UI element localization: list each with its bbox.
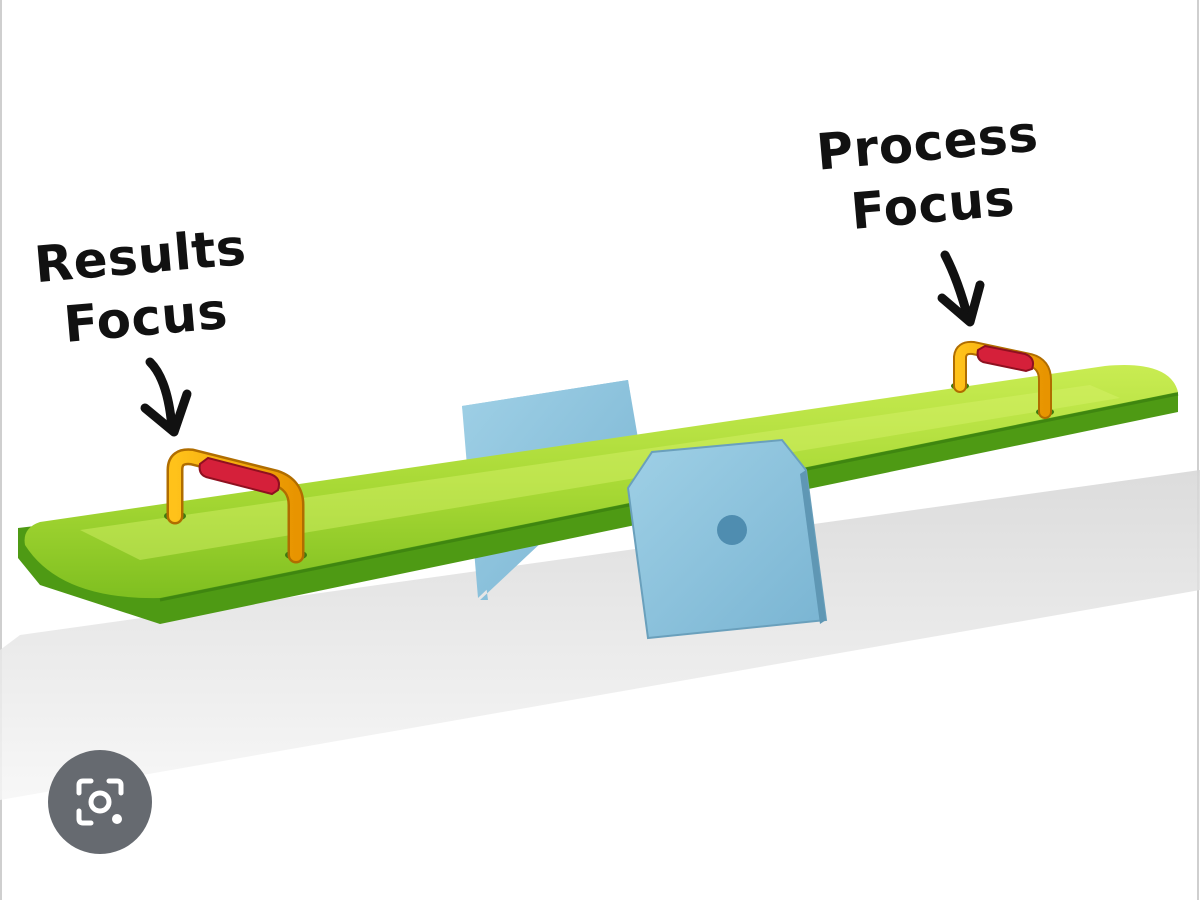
process-focus-label: Process Focus — [795, 101, 1065, 247]
front-support-plate — [626, 438, 828, 640]
plank-top — [24, 365, 1179, 599]
pivot-bolt — [717, 515, 747, 545]
left-handle — [164, 448, 307, 564]
plank-highlight — [80, 385, 1120, 560]
results-arrow — [140, 357, 192, 437]
ground-shadow — [0, 470, 1200, 800]
image-search-button[interactable] — [48, 750, 152, 854]
right-handle — [951, 340, 1054, 419]
results-focus-label: Results Focus — [23, 215, 263, 359]
process-arrow — [937, 250, 985, 327]
camera-lens-icon — [76, 778, 124, 826]
